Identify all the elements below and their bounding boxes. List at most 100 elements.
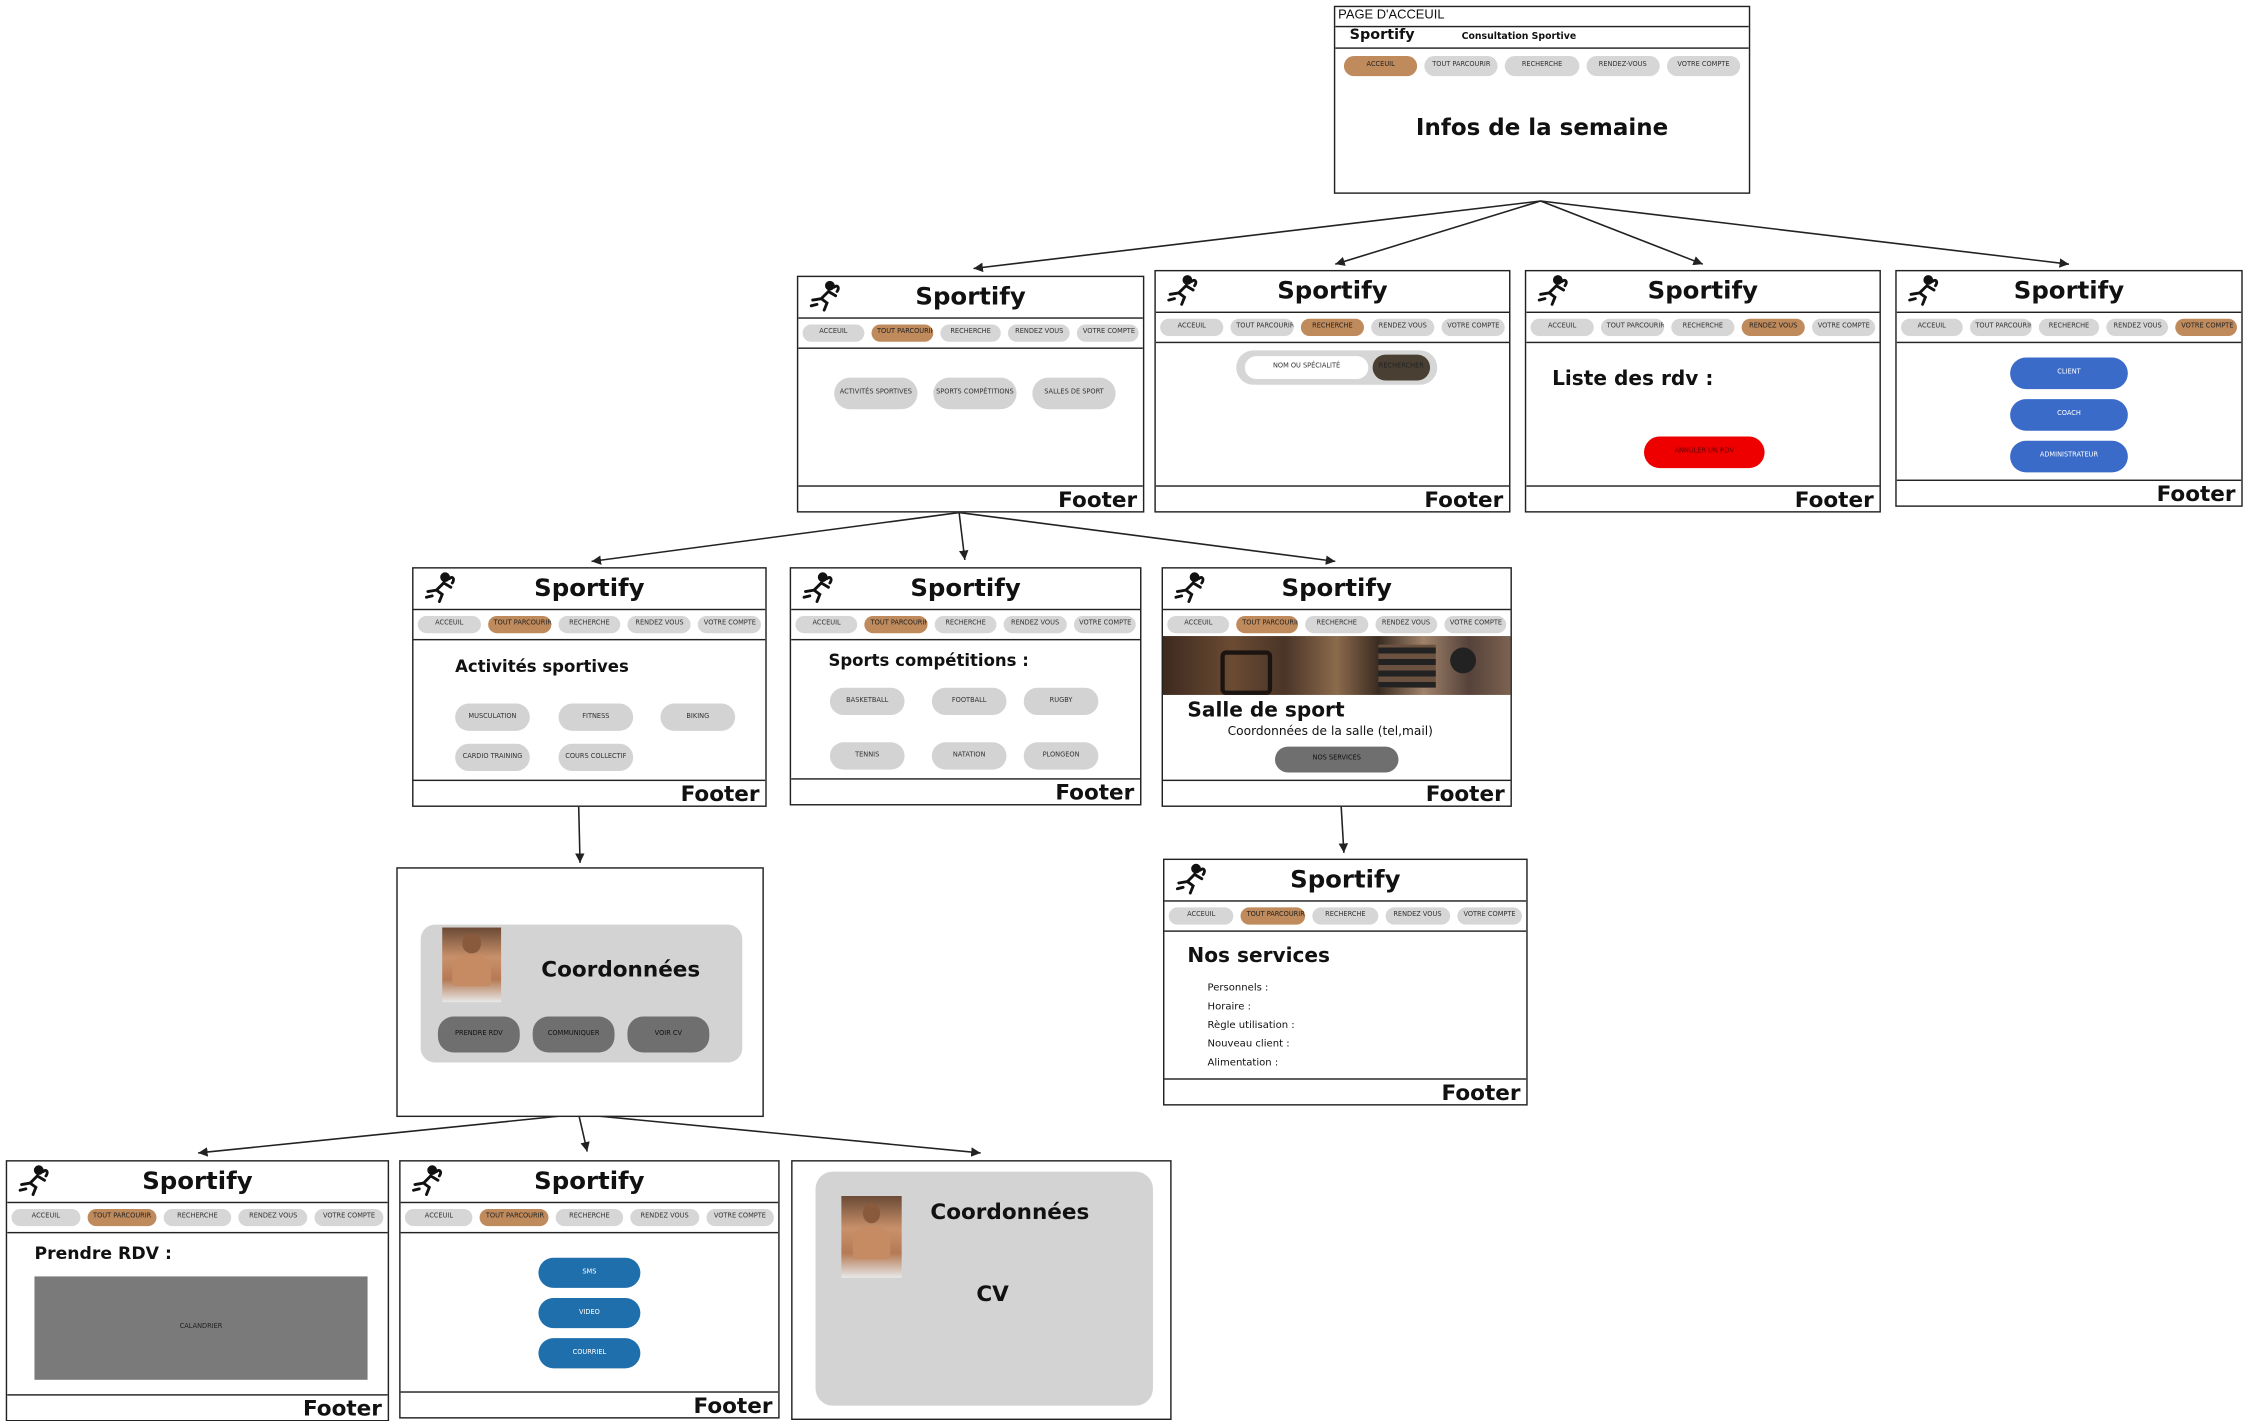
nav-home[interactable]: ACCEUIL [802,324,865,342]
sport-button[interactable]: FOOTBALL [931,687,1007,716]
nav-search[interactable]: RECHERCHE [163,1208,232,1227]
nav-search[interactable]: RECHERCHE [1505,55,1579,77]
nav-browse[interactable]: TOUT PARCOURIR [1424,55,1499,77]
video-button[interactable]: VIDEO [538,1297,641,1329]
page-header: Sportify [798,277,1143,319]
nav-appointments[interactable]: RENDEZ VOUS [1741,318,1805,336]
nav-search[interactable]: RECHERCHE [555,1208,624,1227]
cancel-appointment-button[interactable]: ANNULER UN RDV [1643,436,1765,469]
nav-browse[interactable]: TOUT PARCOURIR [480,1208,549,1227]
coach-photo [442,927,502,1003]
gyms-button[interactable]: SALLES DE SPORT [1032,377,1116,410]
nav-home[interactable]: ACCEUIL [404,1208,473,1227]
activity-button[interactable]: CARDIO TRAINING [455,743,530,772]
nav-appointments[interactable]: RENDEZ VOUS [1374,615,1437,634]
nav-search[interactable]: RECHERCHE [1300,318,1365,336]
sport-button[interactable]: RUGBY [1023,687,1099,716]
nav-account[interactable]: VOTRE COMPTE [1457,907,1522,925]
sport-button[interactable]: NATATION [931,742,1007,770]
nav-browse[interactable]: TOUT PARCOURIR [87,1208,156,1227]
nav-search[interactable]: RECHERCHE [1312,907,1378,925]
nav-home[interactable]: ACCEUIL [1167,615,1230,634]
nav-browse[interactable]: TOUT PARCOURIR [1969,318,2032,336]
nav-browse[interactable]: TOUT PARCOURIR [1600,318,1665,336]
search-input[interactable]: NOM OU SPÉCIALITÉ [1244,356,1369,380]
home-page-frame: PAGE D'ACCEUIL Sportify Consultation Spo… [1333,5,1751,194]
nav-appointments[interactable]: RENDEZ VOUS [1008,324,1070,342]
nav-account[interactable]: VOTRE COMPTE [1811,318,1876,336]
communicate-button[interactable]: COMMUNIQUER [532,1016,615,1053]
nav-account[interactable]: VOTRE COMPTE [705,1208,774,1227]
nav-search[interactable]: RECHERCHE [939,324,1002,342]
activity-button[interactable]: FITNESS [558,703,634,731]
sport-button[interactable]: TENNIS [829,742,905,770]
nav-account[interactable]: VOTRE COMPTE [1073,615,1136,634]
nav-home[interactable]: ACCEUIL [1343,55,1418,77]
page-header: Sportify [1526,271,1880,314]
services-button[interactable]: NOS SERVICES [1274,746,1399,773]
nav-search[interactable]: RECHERCHE [557,615,621,634]
sport-button[interactable]: PLONGEON [1023,742,1099,770]
nav-browse[interactable]: TOUT PARCOURIR [1240,907,1306,925]
sms-button[interactable]: SMS [538,1257,641,1288]
activity-button[interactable]: COURS COLLECTIF [558,743,634,772]
nav-search[interactable]: RECHERCHE [934,615,997,634]
search-button[interactable]: RECHERCHER [1372,354,1431,381]
nav-account[interactable]: VOTRE COMPTE [1441,318,1505,336]
nav-account[interactable]: VOTRE COMPTE [698,615,761,634]
nav-search[interactable]: RECHERCHE [1671,318,1735,336]
client-button[interactable]: CLIENT [2010,357,2128,390]
activities-button[interactable]: ACTIVITÉS SPORTIVES [834,377,918,410]
competitions-button[interactable]: SPORTS COMPÉTITIONS [933,377,1017,410]
calendar-widget[interactable]: CALANDRIER [34,1276,368,1380]
nav-home[interactable]: ACCEUIL [1160,318,1224,336]
nav-account[interactable]: VOTRE COMPTE [2175,318,2237,336]
nav-appointments[interactable]: RENDEZ VOUS [1384,907,1450,925]
nav-appointments[interactable]: RENDEZ VOUS [1371,318,1435,336]
search-bar: NOM OU SPÉCIALITÉ RECHERCHER [1236,350,1438,385]
nav-search[interactable]: RECHERCHE [1305,615,1368,634]
nav-bar: ACCEUIL TOUT PARCOURIR RECHERCHE RENDEZ … [400,1203,779,1234]
coach-button[interactable]: COACH [2010,399,2128,431]
nav-home[interactable]: ACCEUIL [11,1208,81,1227]
nav-account[interactable]: VOTRE COMPTE [1444,615,1507,634]
nav-home[interactable]: ACCEUIL [417,615,481,634]
nav-appointments[interactable]: RENDEZ VOUS [1003,615,1067,634]
nav-home[interactable]: ACCEUIL [795,615,858,634]
nav-appointments[interactable]: RENDEZ VOUS [2106,318,2169,336]
admin-button[interactable]: ADMINISTRATEUR [2010,440,2128,473]
nav-account[interactable]: VOTRE COMPTE [1077,324,1139,342]
nav-browse[interactable]: TOUT PARCOURIR [871,324,933,342]
nav-home[interactable]: ACCEUIL [1168,907,1234,925]
nav-home[interactable]: ACCEUIL [1530,318,1594,336]
nav-browse[interactable]: TOUT PARCOURIR [1236,615,1299,634]
gym-contact: Coordonnées de la salle (tel,mail) [1227,725,1433,740]
cv-label: CV [976,1280,1009,1307]
nav-browse[interactable]: TOUT PARCOURIR [487,615,551,634]
sport-button[interactable]: BASKETBALL [829,687,905,716]
home-brand: Sportify [1349,27,1415,44]
email-button[interactable]: COURRIEL [538,1338,641,1369]
nav-account[interactable]: VOTRE COMPTE [314,1208,384,1227]
runner-icon [1537,275,1568,306]
view-cv-button[interactable]: VOIR CV [627,1016,710,1053]
activities-page-frame: Sportify ACCEUIL TOUT PARCOURIR RECHERCH… [412,567,767,807]
gym-page-frame: Sportify ACCEUIL TOUT PARCOURIR RECHERCH… [1161,567,1512,807]
nav-browse[interactable]: TOUT PARCOURIR [864,615,928,634]
nav-appointments[interactable]: RENDEZ VOUS [628,615,691,634]
nav-search[interactable]: RECHERCHE [2038,318,2100,336]
nav-account[interactable]: VOTRE COMPTE [1666,55,1741,77]
booking-title: Prendre RDV : [34,1243,172,1264]
activity-button[interactable]: MUSCULATION [455,703,530,731]
nav-appointments[interactable]: RENDEZ-VOUS [1585,55,1660,77]
nav-home[interactable]: ACCEUIL [1900,318,1963,336]
book-appointment-button[interactable]: PRENDRE RDV [437,1016,520,1053]
account-page-frame: Sportify ACCEUIL TOUT PARCOURIR RECHERCH… [1895,269,2243,507]
nav-browse[interactable]: TOUT PARCOURIR [1230,318,1294,336]
nav-appointments[interactable]: RENDEZ VOUS [238,1208,308,1227]
brand-title: Sportify [1281,574,1392,604]
nav-appointments[interactable]: RENDEZ VOUS [630,1208,699,1227]
activity-button[interactable]: BIKING [660,703,736,731]
